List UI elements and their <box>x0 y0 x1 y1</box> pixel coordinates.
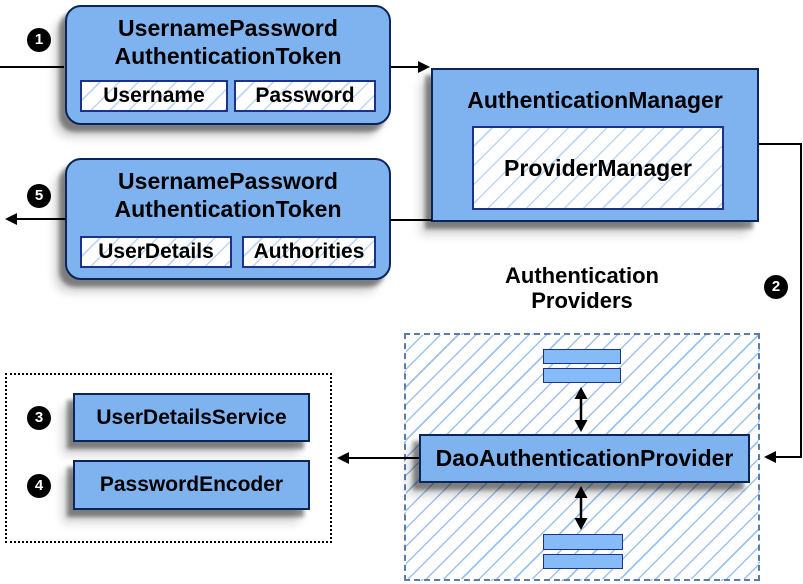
password-field-box: Password <box>234 80 376 112</box>
step-1-badge: 1 <box>27 28 51 52</box>
request-token-title-line2: AuthenticationToken <box>114 43 342 69</box>
provider-placeholder-bottom-1 <box>543 534 623 550</box>
step-4-badge: 4 <box>27 474 51 498</box>
request-token-title: UsernamePassword AuthenticationToken <box>67 14 389 70</box>
provider-to-services-arrowhead-icon <box>337 452 349 464</box>
authorities-field-box: Authorities <box>242 236 376 268</box>
authentication-providers-label: Authentication Providers <box>404 263 760 313</box>
response-token-title-line1: UsernamePassword <box>118 168 338 194</box>
step-5-badge: 5 <box>27 184 51 208</box>
authentication-providers-label-line2: Providers <box>531 288 633 313</box>
username-field-box: Username <box>80 80 228 112</box>
services-container <box>5 373 332 543</box>
response-token-box: UsernamePassword AuthenticationToken Use… <box>65 158 391 280</box>
provider-placeholder-bottom-2 <box>543 554 623 569</box>
userdetails-field-box: UserDetails <box>80 236 232 268</box>
password-encoder-box: PasswordEncoder <box>73 460 310 510</box>
step-3-badge: 3 <box>27 406 51 430</box>
provider-placeholder-top-1 <box>543 349 621 364</box>
step-5-arrowhead-icon <box>5 213 17 225</box>
provider-placeholder-top-2 <box>543 368 621 383</box>
dao-authentication-provider-box: DaoAuthenticationProvider <box>419 434 750 483</box>
authentication-manager-box: AuthenticationManager ProviderManager <box>431 68 759 222</box>
response-token-title: UsernamePassword AuthenticationToken <box>67 167 389 223</box>
authentication-manager-title: AuthenticationManager <box>467 87 723 113</box>
request-token-box: UsernamePassword AuthenticationToken Use… <box>65 5 391 125</box>
response-token-fields: UserDetails Authorities <box>80 236 376 268</box>
step-1-arrowhead-icon <box>418 61 430 73</box>
request-token-title-line1: UsernamePassword <box>118 15 338 41</box>
step-2-connector-line <box>759 143 802 458</box>
step-2-arrowhead-icon <box>764 451 776 463</box>
provider-manager-box: ProviderManager <box>472 126 724 210</box>
request-token-fields: Username Password <box>80 80 376 112</box>
user-details-service-box: UserDetailsService <box>73 393 310 442</box>
response-token-title-line2: AuthenticationToken <box>114 196 342 222</box>
step-2-badge: 2 <box>764 275 788 299</box>
authentication-providers-label-line1: Authentication <box>505 263 659 288</box>
